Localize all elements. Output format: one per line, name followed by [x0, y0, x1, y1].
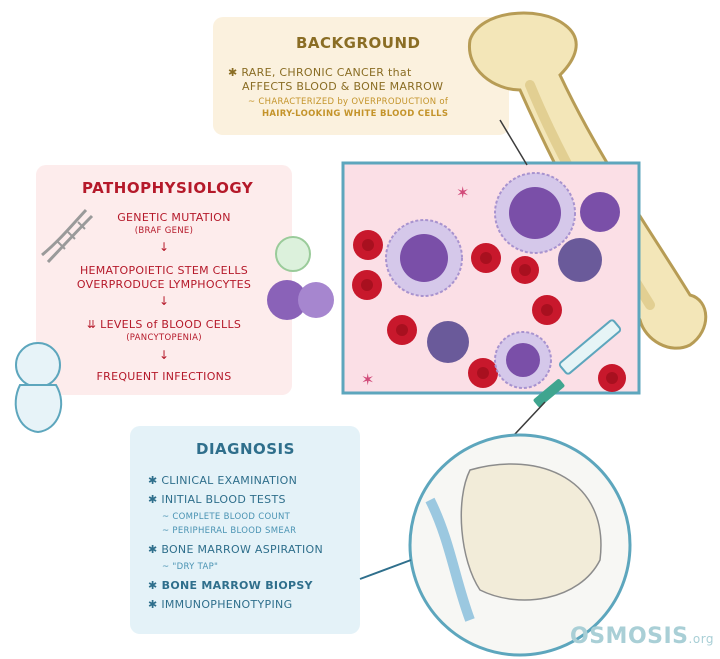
osmosis-logo: OSMOSIS.org	[570, 624, 714, 649]
patho-step-pancytopenia: (PANCYTOPENIA)	[126, 333, 202, 343]
pathophysiology-panel	[36, 165, 292, 395]
background-sub-2: HAIRY-LOOKING WHITE BLOOD CELLS	[262, 109, 449, 119]
logo-suffix: .org	[688, 632, 715, 646]
diagnosis-title: DIAGNOSIS	[196, 440, 295, 458]
diagnosis-item-aspiration: ✱ BONE MARROW ASPIRATION	[148, 543, 324, 556]
dna-icon	[41, 208, 94, 264]
pelvis-bone-illustration	[359, 433, 632, 657]
background-title: BACKGROUND	[296, 34, 421, 52]
diagnosis-panel	[130, 426, 360, 634]
patho-step-levels: ⇊ LEVELS of BLOOD CELLS	[86, 318, 242, 331]
patho-arrow-1: ↓	[158, 240, 170, 254]
svg-text:✶: ✶	[361, 370, 374, 389]
syringe-illustration	[499, 319, 622, 451]
patho-arrow-3: ↓	[158, 348, 170, 362]
hairy-cells	[385, 172, 620, 389]
star-decorations: ✶ ✶	[361, 183, 469, 389]
patho-step-infections: FREQUENT INFECTIONS	[96, 370, 232, 383]
patho-step-genetic-mutation: GENETIC MUTATION	[117, 211, 231, 224]
logo-name: OSMOSIS	[570, 624, 689, 649]
diagnosis-item-blood-tests: ✱ INITIAL BLOOD TESTS	[148, 493, 286, 506]
patho-step-braf-note: (BRAF GENE)	[134, 226, 194, 236]
red-blood-cells	[352, 230, 626, 392]
diagnosis-item-cbc: ~ COMPLETE BLOOD COUNT	[162, 512, 291, 522]
diagnosis-item-immunophenotyping: ✱ IMMUNOPHENOTYPING	[148, 598, 293, 611]
svg-text:✶: ✶	[456, 183, 469, 202]
diagnosis-item-smear: ~ PERIPHERAL BLOOD SMEAR	[162, 526, 297, 536]
background-line-1: ✱ RARE, CHRONIC CANCER that	[228, 66, 412, 79]
background-sub-1: ~ CHARACTERIZED by OVERPRODUCTION of	[248, 97, 449, 107]
diagnosis-item-clinical-exam: ✱ CLINICAL EXAMINATION	[148, 474, 298, 487]
patho-step-lymphocytes: OVERPRODUCE LYMPHOCYTES	[76, 278, 252, 291]
patho-arrow-2: ↓	[158, 294, 170, 308]
patho-step-stem-cells: HEMATOPOIETIC STEM CELLS	[79, 264, 249, 277]
background-line-2: AFFECTS BLOOD & BONE MARROW	[242, 80, 444, 93]
diagnosis-item-dry-tap: ~ "DRY TAP"	[162, 562, 219, 572]
pathophysiology-title: PATHOPHYSIOLOGY	[82, 179, 254, 197]
lymphocyte-illustration	[267, 236, 334, 320]
background-panel	[213, 17, 509, 135]
diagnosis-item-biopsy: ✱ BONE MARROW BIOPSY	[148, 579, 313, 592]
sick-person-icon	[14, 342, 63, 434]
